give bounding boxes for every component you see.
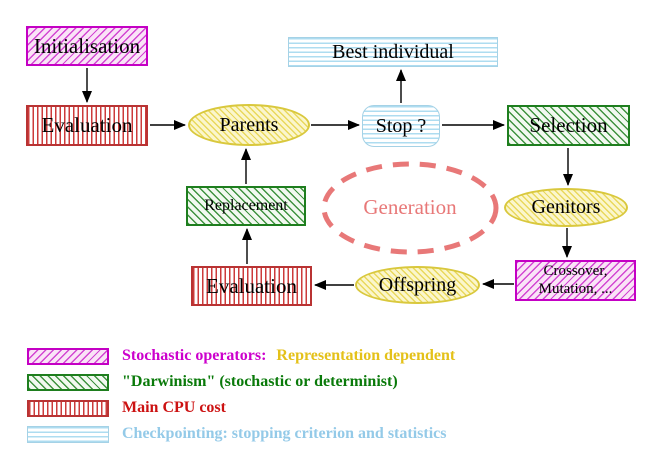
node-evaluation-top-label: Evaluation xyxy=(41,113,133,138)
generation-loop-label: Generation xyxy=(363,195,457,219)
node-replacement-label: Replacement xyxy=(204,196,288,214)
node-genitors: Genitors xyxy=(504,188,628,227)
legend-item-checkpointing: Checkpointing: stopping criterion and st… xyxy=(27,425,446,443)
legend-text-stochastic-operators: Stochastic operators: Representation depe… xyxy=(122,347,455,365)
crossover-line1: Crossover, xyxy=(543,263,608,280)
node-offspring: Offspring xyxy=(355,266,480,304)
node-replacement: Replacement xyxy=(186,186,306,226)
legend-item-main-cpu-cost: Main CPU cost xyxy=(27,399,226,417)
legend-text-main-cpu-cost: Main CPU cost xyxy=(122,399,226,417)
magenta-diagonal-hatch-swatch xyxy=(27,347,109,365)
node-best-individual-label: Best individual xyxy=(332,40,454,63)
legend-item-darwinism: "Darwinism" (stochastic or determinist) xyxy=(27,373,398,391)
node-evaluation-bottom-label: Evaluation xyxy=(206,273,297,298)
node-initialisation: Initialisation xyxy=(26,26,148,66)
legend-text-darwinism: "Darwinism" (stochastic or determinist) xyxy=(122,373,398,391)
green-diagonal-hatch-swatch xyxy=(27,373,109,391)
node-genitors-label: Genitors xyxy=(531,196,601,218)
node-initialisation-label: Initialisation xyxy=(33,33,141,58)
legend-label-representation-dependent: Representation dependent xyxy=(276,347,456,364)
node-selection: Selection xyxy=(507,105,630,146)
legend-label-main-cpu-cost: Main CPU cost xyxy=(122,399,226,416)
node-selection-label: Selection xyxy=(529,113,608,138)
legend-item-stochastic-operators: Stochastic operators: Representation depe… xyxy=(27,347,455,365)
legend-label-checkpointing: Checkpointing: stopping criterion and st… xyxy=(122,425,447,442)
node-parents-label: Parents xyxy=(219,113,279,136)
node-evaluation-bottom: Evaluation xyxy=(191,266,312,306)
crossover-line2: Mutation, ... xyxy=(538,280,613,297)
node-offspring-label: Offspring xyxy=(378,273,457,296)
node-crossover-mutation: Crossover, Mutation, ... xyxy=(515,260,636,301)
node-best-individual: Best individual xyxy=(288,37,498,67)
node-crossover-mutation-label: Crossover, Mutation, ... xyxy=(539,263,613,298)
legend-label-stochastic-operators: Stochastic operators: xyxy=(122,347,267,364)
node-stop-label: Stop ? xyxy=(375,114,427,137)
red-vertical-stripes-swatch xyxy=(27,399,109,417)
legend-label-darwinism: "Darwinism" (stochastic or determinist) xyxy=(122,373,398,390)
node-stop: Stop ? xyxy=(362,105,440,147)
legend-text-checkpointing: Checkpointing: stopping criterion and st… xyxy=(122,425,446,443)
cyan-horizontal-stripes-swatch xyxy=(27,425,109,443)
node-parents: Parents xyxy=(188,104,310,146)
node-evaluation-top: Evaluation xyxy=(26,105,148,146)
